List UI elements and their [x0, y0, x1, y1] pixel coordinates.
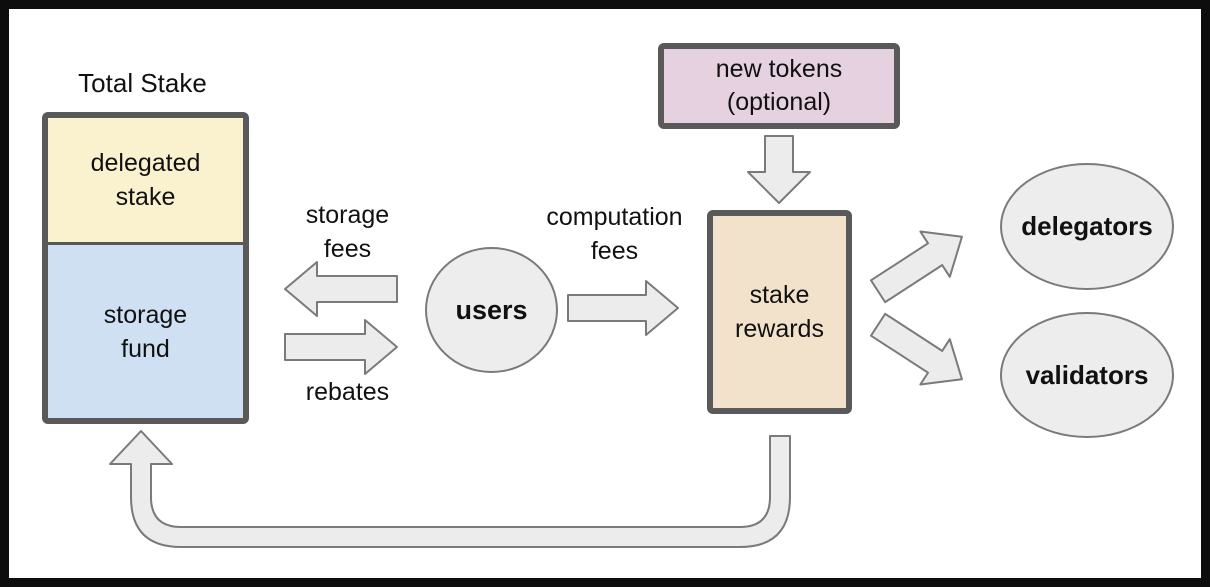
delegated-stake-segment: delegated stake — [48, 118, 243, 245]
users-label: users — [455, 294, 528, 325]
storage-fund-segment: storage fund — [48, 245, 243, 418]
arrow-new-tokens — [747, 135, 811, 204]
total-stake-title: Total Stake — [78, 68, 207, 98]
arrow-to-validators — [869, 312, 963, 386]
pipe-stake-rewards-to-storage-fund — [109, 430, 791, 548]
delegators-label: delegators — [1021, 211, 1153, 241]
arrow-to-delegators — [869, 230, 963, 304]
arrow-storage-fees — [284, 261, 398, 317]
users-node: users — [425, 247, 558, 373]
storage-fees-label: storage fees — [305, 201, 390, 263]
stake-rewards-node: stake rewards — [707, 210, 852, 414]
storage-fund-label: storage fund — [103, 300, 188, 363]
delegators-node: delegators — [1000, 163, 1174, 290]
delegated-stake-label: delegated stake — [90, 149, 201, 211]
new-tokens-node: new tokens (optional) — [658, 43, 900, 129]
rebates-label: rebates — [305, 378, 390, 406]
stake-rewards-label: stake rewards — [735, 281, 824, 343]
validators-node: validators — [1000, 312, 1174, 438]
computation-fees-label: computation fees — [546, 203, 683, 265]
validators-label: validators — [1025, 359, 1149, 390]
arrow-computation-fees — [567, 280, 679, 336]
arrow-rebates — [284, 319, 398, 375]
new-tokens-label: new tokens (optional) — [715, 55, 843, 116]
total-stake-box: delegated stake storage fund — [42, 112, 249, 424]
